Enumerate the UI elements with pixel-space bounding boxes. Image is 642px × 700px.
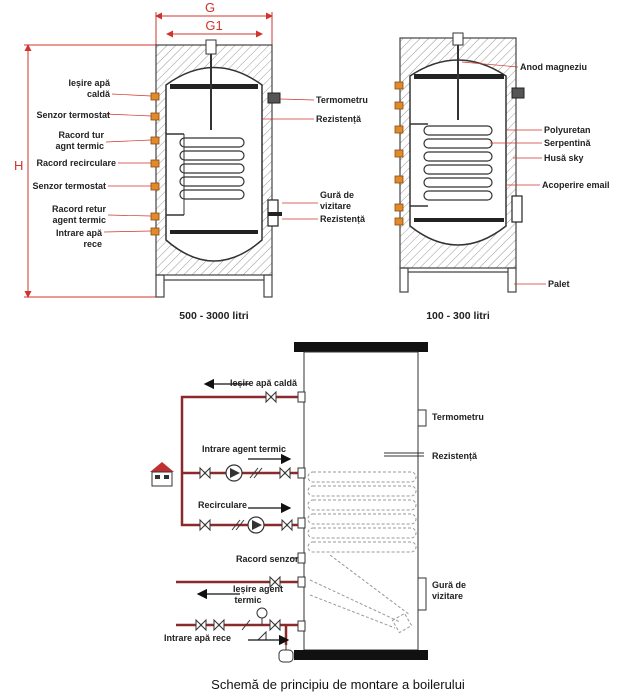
valves — [195, 390, 293, 632]
label-sensor-port: Racord senzor — [236, 554, 299, 564]
volume-small: 100 - 300 litri — [426, 310, 490, 322]
pump-icon-heat — [225, 464, 243, 482]
label-thermometer: Termometru — [316, 95, 368, 105]
label-enamel-coating: Acoperire email — [542, 180, 610, 190]
label-resistance-schematic: Rezistență — [432, 451, 478, 461]
installation-schematic — [150, 342, 428, 663]
dim-g1-label: G1 — [205, 18, 222, 33]
label-resistance-1: Rezistență — [316, 114, 362, 124]
label-thermostat-sensor-1: Senzor termostat — [36, 110, 110, 120]
tank-small-labels: Anod magneziu Polyuretan Serpentină Husă… — [520, 62, 610, 289]
schematic-thermometer-port — [417, 409, 427, 427]
schematic-coil — [307, 471, 417, 629]
label-recirculation-schematic: Recirculare — [198, 500, 247, 510]
label-heat-in-schematic: Intrare agent termic — [202, 444, 286, 454]
label-sky-cover: Husă sky — [544, 153, 584, 163]
dimension-lines — [24, 12, 273, 298]
house-icon — [150, 462, 174, 487]
label-recirculation: Racord recirculare — [36, 158, 116, 168]
volume-large: 500 - 3000 litri — [179, 310, 249, 322]
tank-large-coil — [179, 137, 245, 200]
label-thermostat-sensor-2: Senzor termostat — [32, 181, 106, 191]
tank-small — [394, 32, 546, 293]
schematic-tank-bottom-cap — [294, 650, 428, 660]
tank-large: G G1 H — [14, 0, 318, 298]
schematic-manhole — [417, 577, 427, 611]
label-resistance-2: Rezistență — [320, 214, 366, 224]
label-thermometer-schematic: Termometru — [432, 412, 484, 422]
label-pallet: Palet — [548, 279, 570, 289]
label-hot-water-out-schematic: Ieșire apă caldă — [230, 378, 298, 388]
dim-g-label: G — [205, 0, 215, 15]
label-polyurethane: Polyuretan — [544, 125, 591, 135]
safety-valve-icon — [256, 630, 267, 641]
schematic-tank-top-cap — [294, 342, 428, 352]
label-magnesium-anode: Anod magneziu — [520, 62, 587, 72]
label-cold-water-in-schematic: Intrare apă rece — [164, 633, 231, 643]
diagram-caption: Schemă de principiu de montare a boileru… — [211, 677, 465, 692]
schematic-labels: Ieșire apă caldă Intrare agent termic Re… — [164, 378, 484, 643]
tank-small-coil — [423, 125, 493, 201]
schematic-tank-body — [303, 351, 419, 651]
pressure-gauge-icon — [256, 607, 268, 625]
expansion-vessel-icon — [278, 645, 294, 663]
pipe-network — [176, 395, 298, 645]
label-coil: Serpentină — [544, 138, 592, 148]
pump-icon-recirc — [247, 516, 265, 534]
dim-h-label: H — [14, 158, 23, 173]
